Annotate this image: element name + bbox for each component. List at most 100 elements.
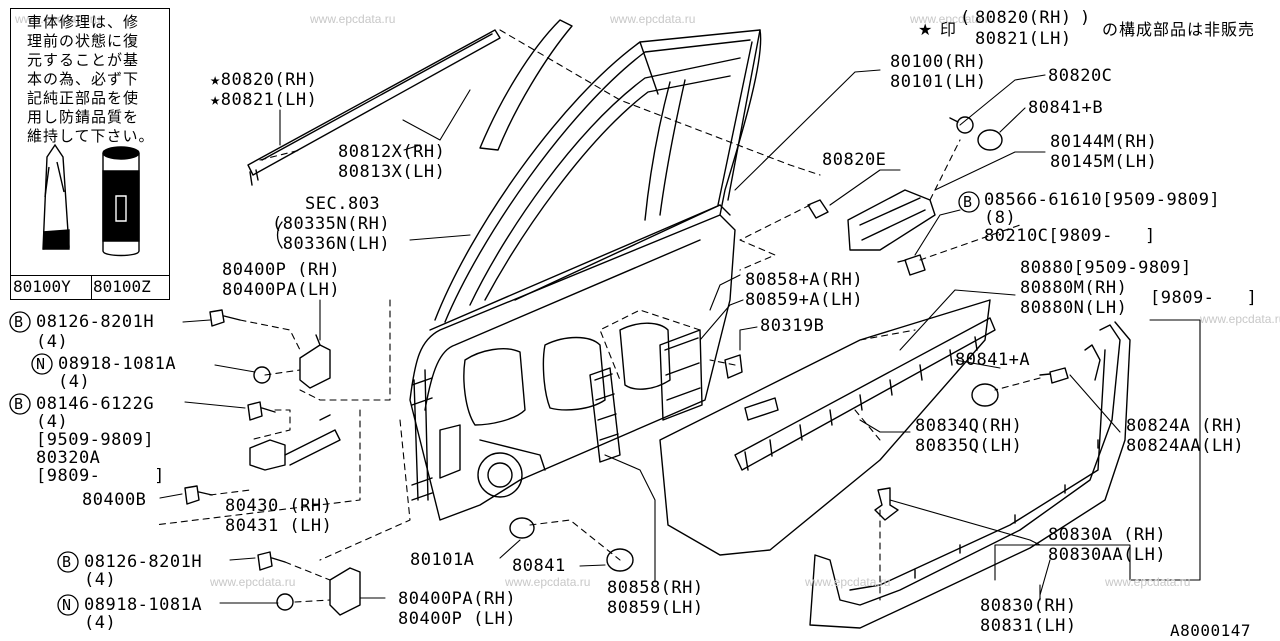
star-mark: ★ — [918, 20, 934, 39]
clip-80319b — [724, 354, 743, 379]
seal-strip-80834q — [734, 317, 996, 471]
bolt-marker: B — [14, 313, 24, 331]
bolt-marker-icon — [9, 311, 31, 333]
part-qty: (4) — [58, 372, 91, 392]
watermark: www.epcdata.ru — [505, 575, 591, 589]
header-note-text: 印 — [940, 20, 958, 39]
nut-marker-icon — [31, 353, 53, 375]
note-line: 理前の状態に復 — [27, 32, 140, 50]
diagram-id: A8000147 — [1170, 621, 1252, 640]
note-line: 本の為、必ず下 — [27, 70, 140, 88]
part-label: 80859+A(LH) — [745, 290, 864, 310]
part-label: 08918-1081A — [84, 595, 203, 615]
part-qty: (4) — [84, 570, 117, 590]
header-bracket-close: ) — [1080, 8, 1091, 28]
clip-80830a — [874, 487, 899, 521]
part-label: 80820E — [822, 150, 887, 170]
part-qty: (4) — [36, 332, 69, 352]
part-label: 80210C[9809- ] — [984, 226, 1156, 246]
part-label: 80400B — [82, 490, 147, 510]
plug-80841 — [606, 548, 634, 572]
note-item-80100z: 80100Z — [93, 277, 151, 296]
bolt-marker: B — [62, 553, 72, 571]
part-label: 80400P (RH) — [222, 260, 341, 280]
nut-upper-08918 — [253, 366, 271, 384]
part-label: 80830A (RH) — [1048, 525, 1167, 545]
part-qty: (8) — [984, 208, 1017, 228]
regulator-80858a — [659, 329, 703, 421]
part-label: [9509-9809] — [36, 430, 155, 450]
part-label: 80834Q(RH) — [915, 416, 1023, 436]
watermark: www.epcdata.ru — [210, 575, 296, 589]
part-label: 80144M(RH) — [1050, 132, 1158, 152]
note-line: 維持して下さい。 — [27, 127, 155, 145]
part-label: 80319B — [760, 316, 825, 336]
note-line: 車体修理は、修 — [27, 13, 140, 31]
part-label: 08126-8201H — [84, 552, 203, 572]
part-label: 80101(LH) — [890, 72, 987, 92]
bolt-upper-08126 — [209, 309, 241, 327]
hinge-lower-80400pa — [329, 567, 361, 616]
bolt-marker: B — [14, 395, 24, 413]
part-label: 80400P (LH) — [398, 609, 517, 629]
watermark: www.epcdata.ru — [1200, 312, 1280, 326]
part-label: 80880[9509-9809] — [1020, 258, 1192, 278]
header-bracket-open: ( — [960, 8, 971, 28]
door-sash-80812x — [479, 19, 573, 151]
assembly-guides — [154, 29, 1041, 603]
watermark: www.epcdata.ru — [805, 575, 891, 589]
sealant-tube-icon — [42, 143, 70, 250]
part-label: 80835Q(LH) — [915, 436, 1023, 456]
part-label: 80830AA(LH) — [1048, 545, 1167, 565]
door-check-80430 — [249, 414, 341, 471]
part-label: ★80821(LH) — [210, 90, 318, 110]
plug-80820c — [949, 116, 974, 134]
door-panel-80100 — [409, 29, 762, 521]
part-label: 80859(LH) — [607, 598, 704, 618]
leader-lines — [159, 69, 1201, 604]
part-label: ★80820(RH) — [210, 70, 318, 90]
part-label: 80841 — [512, 556, 566, 576]
note-line: 用し防錆品質を — [27, 108, 140, 126]
part-label: 80812X(RH) — [338, 142, 446, 162]
plug-80841a — [971, 383, 999, 407]
nut-lower-08918 — [276, 593, 294, 611]
part-label: 80145M(LH) — [1050, 152, 1158, 172]
section-ref: SEC.803 — [305, 194, 381, 214]
part-qty: (4) — [84, 613, 117, 633]
part-label: 80880M(RH) — [1020, 278, 1128, 298]
plug-80101a — [509, 517, 535, 539]
bolt-08146 — [247, 401, 276, 421]
part-label: 08566-61610[9509-9809] — [984, 190, 1221, 210]
bracket-80144m — [847, 189, 936, 251]
part-label: 80400PA(RH) — [398, 589, 517, 609]
nut-marker-icon — [57, 594, 79, 616]
part-label: 80320A — [36, 448, 101, 468]
part-label: 80824A (RH) — [1126, 416, 1245, 436]
part-label: 80813X(LH) — [338, 162, 446, 182]
part-label: 80841+A — [955, 350, 1031, 370]
bracket-sec803 — [276, 221, 283, 249]
part-label: 80430 (RH) — [225, 496, 333, 516]
part-label: 80831(LH) — [980, 616, 1077, 636]
bolt-08566 — [897, 254, 926, 276]
header-note-text: の構成部品は非販売 — [1102, 20, 1256, 39]
trim-panel-80880 — [659, 299, 991, 556]
part-label: 80880N(LH) — [1020, 298, 1128, 318]
part-label: 80336N(LH) — [272, 234, 391, 254]
watermark: www.epcdata.ru — [15, 12, 101, 26]
part-qty: (4) — [36, 412, 69, 432]
part-label: 80830(RH) — [980, 596, 1077, 616]
watermark: www.epcdata.ru — [910, 12, 996, 26]
header-part-rh: 80820(RH) — [975, 8, 1072, 28]
part-label: [9809- ] — [1150, 288, 1258, 308]
bolt-lower-08126 — [257, 551, 286, 571]
weatherstrip-80830 — [809, 321, 1131, 629]
part-label: 80824AA(LH) — [1126, 436, 1245, 456]
part-label: 80858(RH) — [607, 578, 704, 598]
nut-marker: N — [62, 596, 72, 614]
part-label: 80841+B — [1028, 98, 1104, 118]
part-label: [9809- ] — [36, 466, 165, 486]
hinge-upper-80400p — [299, 334, 331, 389]
